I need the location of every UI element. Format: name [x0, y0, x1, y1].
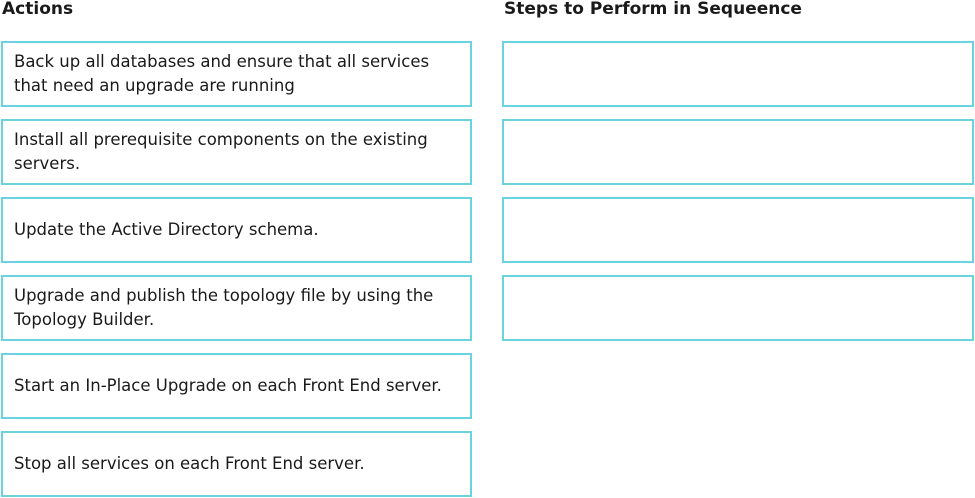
action-item-start-upgrade[interactable]: Start an In-Place Upgrade on each Front … — [1, 353, 472, 419]
action-item-label: Upgrade and publish the topology file by… — [14, 286, 434, 329]
action-item-label: Update the Active Directory schema. — [14, 220, 319, 239]
step-slot-3[interactable] — [502, 197, 974, 263]
action-item-label: Install all prerequisite components on t… — [14, 130, 428, 173]
action-item-update-schema[interactable]: Update the Active Directory schema. — [1, 197, 472, 263]
action-item-label: Start an In-Place Upgrade on each Front … — [14, 376, 442, 395]
step-slot-2[interactable] — [502, 119, 974, 185]
action-item-backup-databases[interactable]: Back up all databases and ensure that al… — [1, 41, 472, 107]
step-slot-1[interactable] — [502, 41, 974, 107]
action-item-install-prerequisites[interactable]: Install all prerequisite components on t… — [1, 119, 472, 185]
action-item-label: Stop all services on each Front End serv… — [14, 454, 365, 473]
action-item-label: Back up all databases and ensure that al… — [14, 52, 430, 95]
action-item-publish-topology[interactable]: Upgrade and publish the topology file by… — [1, 275, 472, 341]
step-slot-4[interactable] — [502, 275, 974, 341]
steps-heading: Steps to Perform in Sequeence — [504, 0, 802, 19]
actions-heading: Actions — [2, 0, 74, 19]
action-item-stop-services[interactable]: Stop all services on each Front End serv… — [1, 431, 472, 497]
